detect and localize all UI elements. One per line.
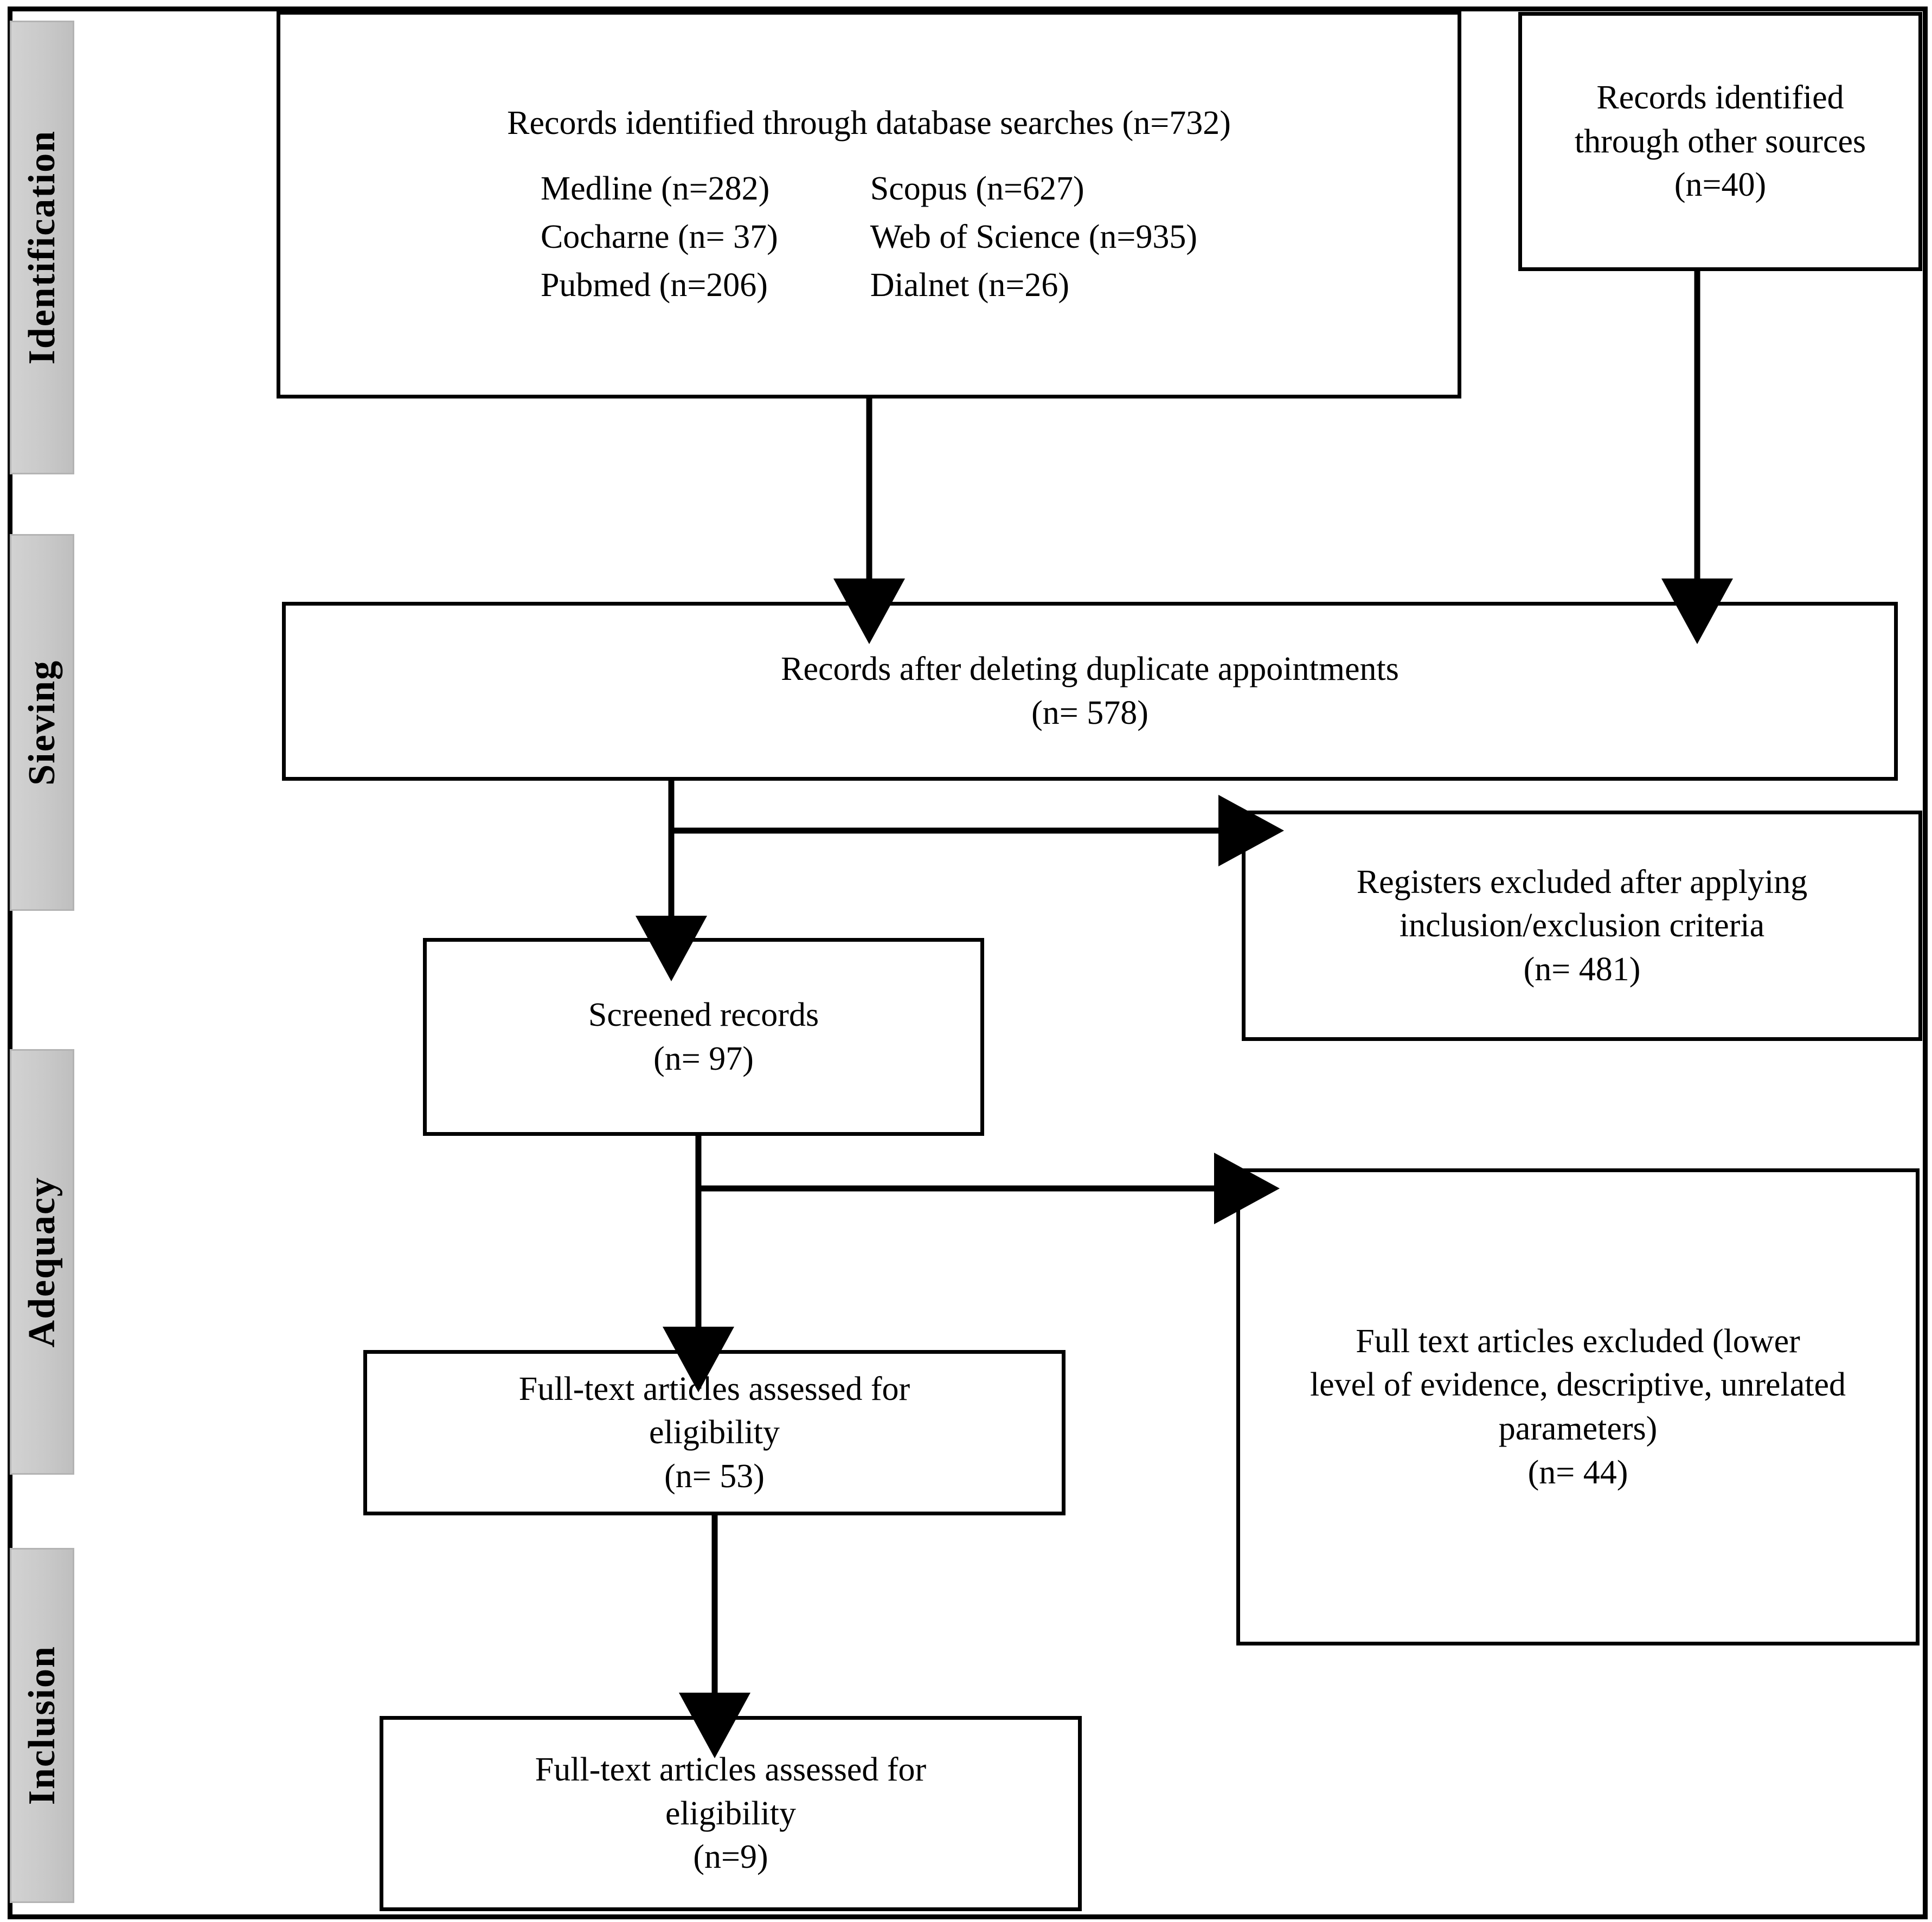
registers-excluded-count: (n= 481) bbox=[1523, 950, 1641, 988]
stage-label-adequacy: Adequacy bbox=[21, 1176, 63, 1348]
stage-band-identification: Identification bbox=[10, 21, 74, 474]
fulltext-excluded-line-2: level of evidence, descriptive, unrelate… bbox=[1310, 1366, 1846, 1404]
fulltext-excluded-line-3: parameters) bbox=[1498, 1410, 1658, 1447]
stage-label-inclusion: Inclusion bbox=[21, 1645, 63, 1805]
stage-label-sieving: Sieving bbox=[21, 659, 63, 786]
other-sources-count: (n=40) bbox=[1674, 166, 1767, 204]
registers-excluded-line-1: Registers excluded after applying bbox=[1356, 863, 1808, 901]
fulltext-assessed-count: (n= 53) bbox=[664, 1457, 765, 1495]
other-sources-line-1: Records identified bbox=[1596, 79, 1844, 117]
box-fulltext-excluded: Full text articles excluded (lower level… bbox=[1236, 1168, 1920, 1645]
database-records-heading: Records identified through database sear… bbox=[507, 104, 1231, 142]
included-studies-count: (n=9) bbox=[693, 1839, 768, 1876]
stage-band-inclusion: Inclusion bbox=[10, 1548, 74, 1903]
duplicates-removed-count: (n= 578) bbox=[1031, 695, 1148, 731]
box-duplicates-removed: Records after deleting duplicate appoint… bbox=[282, 602, 1898, 781]
database-source-scopus: Scopus (n=627) bbox=[870, 170, 1084, 208]
duplicates-removed-line-1: Records after deleting duplicate appoint… bbox=[781, 651, 1399, 688]
box-screened-records: Screened records (n= 97) bbox=[423, 938, 984, 1136]
fulltext-assessed-line-1: Full-text articles assessed for bbox=[518, 1370, 910, 1407]
included-studies-line-1: Full-text articles assessed for bbox=[535, 1751, 927, 1789]
screened-records-count: (n= 97) bbox=[653, 1040, 754, 1077]
fulltext-excluded-line-1: Full text articles excluded (lower bbox=[1356, 1322, 1800, 1360]
database-source-dialnet: Dialnet (n=26) bbox=[870, 267, 1070, 304]
box-other-sources: Records identified through other sources… bbox=[1518, 12, 1922, 271]
database-source-medline: Medline (n=282) bbox=[540, 170, 770, 208]
box-fulltext-assessed: Full-text articles assessed for eligibil… bbox=[363, 1350, 1066, 1515]
other-sources-line-2: through other sources bbox=[1574, 123, 1866, 160]
database-source-pubmed: Pubmed (n=206) bbox=[540, 267, 768, 304]
fulltext-assessed-line-2: eligibility bbox=[649, 1414, 780, 1451]
box-database-records: Records identified through database sear… bbox=[277, 11, 1461, 398]
database-source-list: Medline (n=282) Scopus (n=627) Cocharne … bbox=[541, 166, 1197, 308]
box-registers-excluded: Registers excluded after applying inclus… bbox=[1242, 811, 1922, 1041]
registers-excluded-line-2: inclusion/exclusion criteria bbox=[1399, 907, 1765, 944]
stage-band-adequacy: Adequacy bbox=[10, 1049, 74, 1475]
screened-records-line-1: Screened records bbox=[588, 996, 819, 1033]
database-source-web-of-science: Web of Science (n=935) bbox=[870, 218, 1198, 256]
included-studies-line-2: eligibility bbox=[665, 1795, 797, 1832]
stage-label-identification: Identification bbox=[21, 130, 63, 365]
box-included-studies: Full-text articles assessed for eligibil… bbox=[380, 1716, 1082, 1911]
database-source-cochrane: Cocharne (n= 37) bbox=[540, 218, 778, 256]
fulltext-excluded-count: (n= 44) bbox=[1527, 1454, 1628, 1491]
stage-band-sieving: Sieving bbox=[10, 534, 74, 911]
